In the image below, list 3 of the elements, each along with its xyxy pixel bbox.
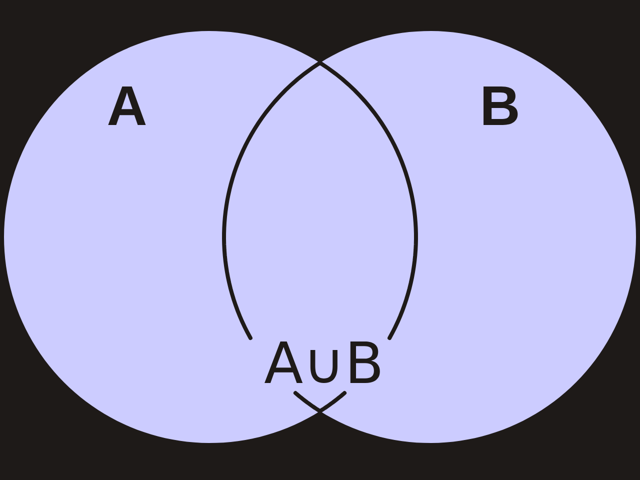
set-label: B <box>484 86 518 125</box>
set-label: A <box>108 86 146 125</box>
union-label: A∪B <box>264 341 380 383</box>
